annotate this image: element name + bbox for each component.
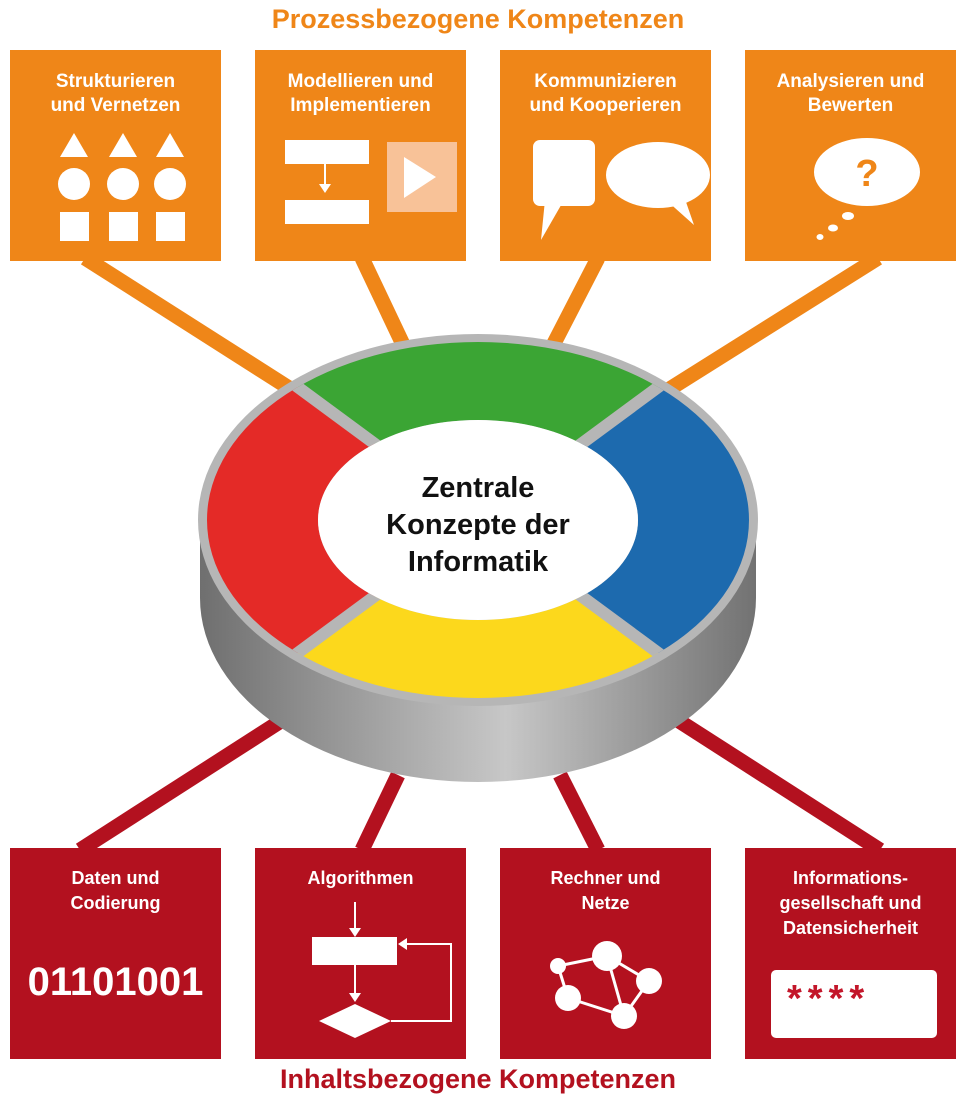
connector-line [541,254,605,359]
shapes-icon [58,133,186,241]
content-box-information-society: Informations- gesellschaft und Datensich… [745,848,956,1059]
process-box-title: Analysieren und Bewerten [776,71,925,116]
connector-line [355,254,415,359]
connector-line [656,251,882,402]
process-box-title: Modellieren und Implementieren [287,71,434,116]
content-box-title: Algorithmen [307,868,414,888]
connector-line [75,705,300,857]
connector-line [553,771,605,854]
process-box-modeling: Modellieren und Implementieren [255,50,466,261]
flowchart-play-icon [285,140,457,224]
process-box-structuring: Strukturieren und Vernetzen [10,50,221,261]
center-label: Zentrale Konzepte der Informatik [386,472,570,578]
connector-line [355,771,405,854]
password-mask: **** [787,978,871,1020]
process-box-communicating: Kommunizieren und Kooperieren [500,50,711,261]
process-box-title: Kommunizieren und Kooperieren [529,71,682,116]
ring-center [318,420,638,620]
content-box-title: Daten und Codierung [70,868,161,913]
process-box-analyzing: Analysieren und Bewerten ? [745,50,956,261]
content-box-computer-networks: Rechner und Netze [500,848,711,1059]
svg-text:?: ? [855,153,878,195]
speech-bubbles-icon [533,140,710,240]
connector-line [80,251,305,402]
process-box-title: Strukturieren und Vernetzen [50,71,181,116]
ring-side [200,520,756,782]
content-box-algorithms: Algorithmen [255,848,466,1059]
password-field-icon: **** [771,970,937,1038]
connector-line [660,705,885,857]
content-box-title: Informations- gesellschaft und Datensich… [779,868,922,938]
network-graph-icon [550,941,662,1029]
content-competences-heading: Inhaltsbezogene Kompetenzen [279,1064,677,1094]
question-thought-bubble-icon: ? [814,138,920,240]
content-box-data-coding: Daten und Codierung 01101001 [10,848,221,1059]
content-box-title: Rechner und Netze [550,868,661,913]
flowchart-loop-icon [312,902,452,1038]
process-competences-heading: Prozessbezogene Kompetenzen [271,4,685,34]
binary-code-icon: 01101001 [27,960,204,1004]
